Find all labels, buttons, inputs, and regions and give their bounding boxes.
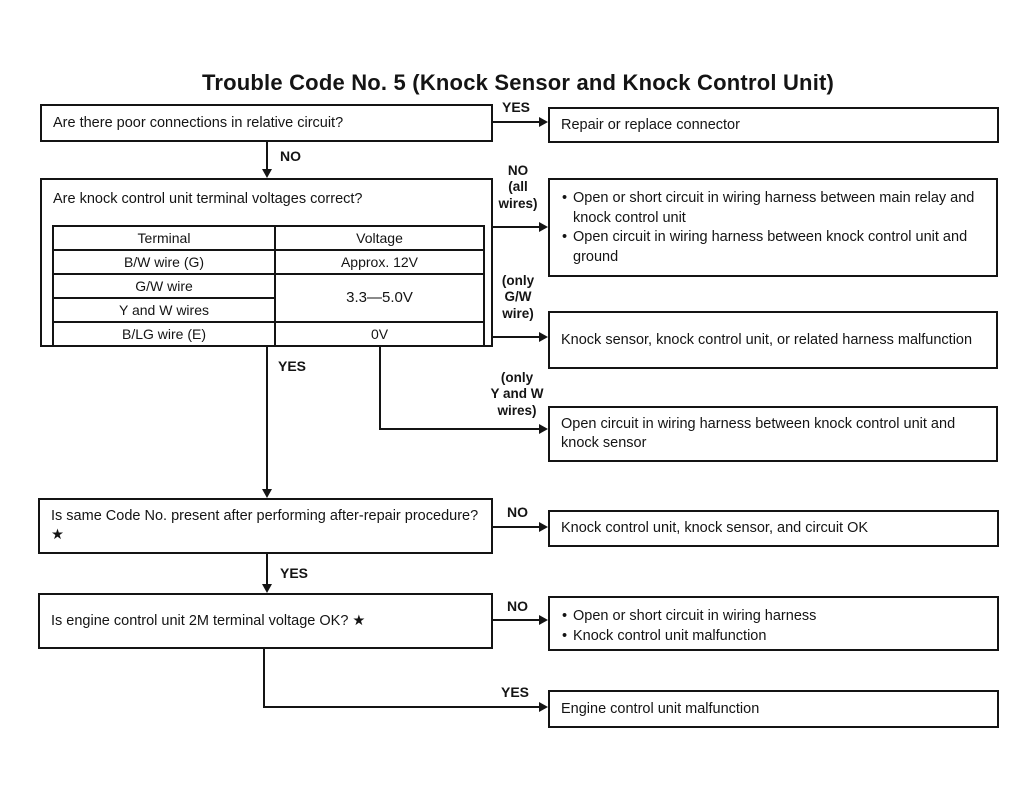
table-row: G/W wire 3.3—5.0V — [52, 273, 485, 323]
connector-q3-yes-arrowhead — [262, 584, 272, 593]
voltage-cell-merged: 3.3—5.0V — [274, 273, 485, 323]
terminal-cell: Y and W wires — [52, 297, 276, 323]
connector-q2-only-yw-arrowhead — [539, 424, 548, 434]
label-no-all-wires: NO (all wires) — [498, 163, 538, 211]
result-box-open-short-main-relay: Open or short circuit in wiring harness … — [548, 178, 998, 277]
voltage-cell: Approx. 12V — [274, 249, 485, 275]
result-text: Engine control unit malfunction — [561, 700, 760, 717]
connector-q2-yes-arrowhead — [262, 489, 272, 498]
result-bullet-list: Open or short circuit in wiring harness … — [550, 180, 996, 267]
table-row: Y and W wires — [52, 297, 484, 323]
table-header-row: Terminal Voltage — [52, 225, 485, 251]
connector-q4-no-arrowhead — [539, 615, 548, 625]
question-box-terminal-voltages: Are knock control unit terminal voltages… — [40, 178, 493, 347]
result-box-open-circuit-knock-sensor: Open circuit in wiring harness between k… — [548, 406, 998, 462]
label-q4-yes: YES — [501, 684, 530, 700]
column-header-terminal: Terminal — [52, 225, 276, 251]
label-q3-yes: YES — [280, 565, 309, 581]
result-text: Knock control unit, knock sensor, and ci… — [561, 520, 869, 537]
question-text: Is engine control unit 2M terminal volta… — [51, 612, 366, 629]
result-bullet-list: Open or short circuit in wiring harness … — [550, 598, 997, 646]
label-only-gw-wire: (only G/W wire) — [501, 273, 535, 321]
connector-q2-no-all-line — [493, 226, 540, 228]
question-text: Are there poor connections in relative c… — [53, 114, 344, 131]
question-box-2m-terminal-voltage: Is engine control unit 2M terminal volta… — [38, 593, 493, 649]
result-bullet: Open or short circuit in wiring harness — [562, 607, 987, 627]
connector-q1-yes-arrowhead — [539, 117, 548, 127]
connector-q4-yes-arrowhead — [539, 702, 548, 712]
terminal-cell: G/W wire — [52, 273, 276, 299]
connector-q4-no-line — [493, 619, 540, 621]
result-text: Knock sensor, knock control unit, or rel… — [561, 331, 973, 348]
result-box-engine-control-unit-malfunction: Engine control unit malfunction — [548, 690, 999, 728]
terminal-cell: B/W wire (G) — [52, 249, 276, 275]
result-text: Repair or replace connector — [561, 116, 740, 133]
page-title: Trouble Code No. 5 (Knock Sensor and Kno… — [201, 70, 835, 95]
connector-q2-only-gw-line — [493, 336, 540, 338]
result-bullet: Open or short circuit in wiring harness … — [562, 189, 986, 228]
connector-q2-only-gw-arrowhead — [539, 332, 548, 342]
connector-q3-no-arrowhead — [539, 522, 548, 532]
result-bullet: Knock control unit malfunction — [562, 627, 987, 647]
result-bullet: Open circuit in wiring harness between k… — [562, 228, 986, 267]
column-header-voltage: Voltage — [274, 225, 485, 251]
result-box-repair-connector: Repair or replace connector — [548, 107, 999, 143]
label-only-yw-wires: (only Y and W wires) — [490, 370, 544, 418]
connector-q3-yes-line — [266, 554, 268, 585]
connector-q2-only-yw-vertical — [379, 347, 381, 430]
connector-q2-no-all-arrowhead — [539, 222, 548, 232]
result-text: Open circuit in wiring harness between k… — [561, 416, 956, 451]
connector-q4-yes-vertical — [263, 649, 265, 708]
table-row: B/LG wire (E) 0V — [52, 321, 485, 347]
terminal-cell: B/LG wire (E) — [52, 321, 276, 347]
label-q1-yes: YES — [502, 99, 531, 115]
result-box-harness-or-unit-malfunction: Open or short circuit in wiring harness … — [548, 596, 999, 651]
question-box-poor-connections: Are there poor connections in relative c… — [40, 104, 493, 142]
voltage-cell: 0V — [274, 321, 485, 347]
connector-q4-yes-line — [263, 706, 540, 708]
connector-q2-only-yw-line — [379, 428, 540, 430]
result-box-sensor-unit-harness-malfunction: Knock sensor, knock control unit, or rel… — [548, 311, 998, 369]
connector-q2-yes-line — [266, 347, 268, 490]
question-text: Are knock control unit terminal voltages… — [53, 191, 363, 207]
connector-q1-no-arrowhead — [262, 169, 272, 178]
question-text: Is same Code No. present after performin… — [51, 508, 479, 543]
connector-q3-no-line — [493, 526, 540, 528]
table-row: B/W wire (G) Approx. 12V — [52, 249, 485, 275]
label-q4-no: NO — [507, 598, 528, 614]
result-box-circuit-ok: Knock control unit, knock sensor, and ci… — [548, 510, 999, 547]
question-box-same-code-present: Is same Code No. present after performin… — [38, 498, 493, 554]
label-q1-no: NO — [280, 148, 301, 164]
connector-q1-yes-line — [493, 121, 540, 123]
terminal-voltage-table: Terminal Voltage B/W wire (G) Approx. 12… — [52, 225, 485, 347]
label-q2-yes: YES — [278, 358, 307, 374]
label-q3-no: NO — [507, 504, 528, 520]
connector-q1-no-line — [266, 142, 268, 171]
